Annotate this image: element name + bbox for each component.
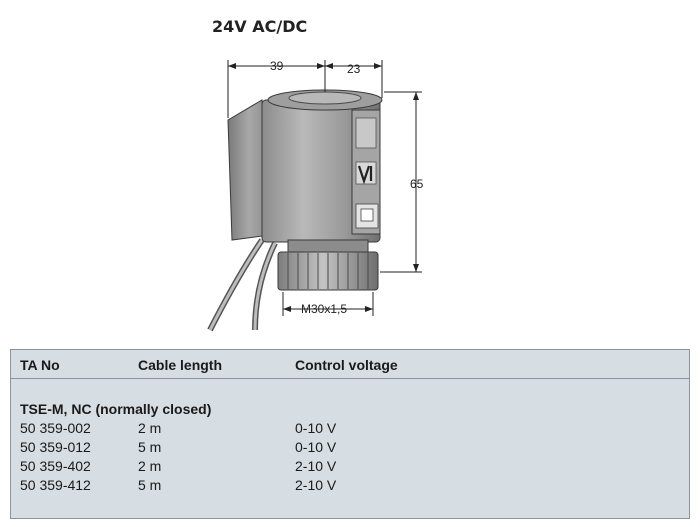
- dim-height: 65: [410, 177, 424, 191]
- logo-mark-icon: [355, 161, 377, 185]
- cell-control-voltage: 2-10 V: [295, 477, 337, 493]
- table-row: 50 359-012 5 m 0-10 V: [11, 439, 689, 458]
- cell-cable-length: 2 m: [138, 420, 162, 436]
- dim-width-right: 23: [347, 62, 361, 76]
- cell-ta-no: 50 359-412: [20, 477, 91, 493]
- dimension-lines: [227, 60, 422, 316]
- cell-control-voltage: 0-10 V: [295, 439, 337, 455]
- header-cable-length: Cable length: [138, 357, 223, 373]
- cell-ta-no: 50 359-012: [20, 439, 91, 455]
- cell-ta-no: 50 359-402: [20, 458, 91, 474]
- cell-control-voltage: 0-10 V: [295, 420, 337, 436]
- header-ta-no: TA No: [20, 357, 60, 373]
- dim-thread: M30x1,5: [301, 302, 347, 316]
- table-row: 50 359-402 2 m 2-10 V: [11, 458, 689, 477]
- connector-socket-icon: [355, 203, 379, 229]
- dim-width-left: 39: [270, 59, 284, 73]
- cell-ta-no: 50 359-002: [20, 420, 91, 436]
- group-label: TSE-M, NC (normally closed): [20, 401, 212, 417]
- header-control-voltage: Control voltage: [295, 357, 398, 373]
- page-title: 24V AC/DC: [212, 17, 308, 36]
- table-rows: 50 359-002 2 m 0-10 V 50 359-012 5 m 0-1…: [11, 420, 689, 496]
- cell-cable-length: 5 m: [138, 477, 162, 493]
- cell-cable-length: 5 m: [138, 439, 162, 455]
- cell-control-voltage: 2-10 V: [295, 458, 337, 474]
- actuator-drawing: 39 23 65 M30x1,5: [207, 59, 424, 332]
- cable: [207, 238, 278, 332]
- table-row: 50 359-002 2 m 0-10 V: [11, 420, 689, 439]
- cell-cable-length: 2 m: [138, 458, 162, 474]
- table-row: 50 359-412 5 m 2-10 V: [11, 477, 689, 496]
- product-table: TA No Cable length Control voltage TSE-M…: [10, 349, 690, 519]
- table-header: TA No Cable length Control voltage: [11, 350, 689, 379]
- base-collar: [287, 239, 369, 253]
